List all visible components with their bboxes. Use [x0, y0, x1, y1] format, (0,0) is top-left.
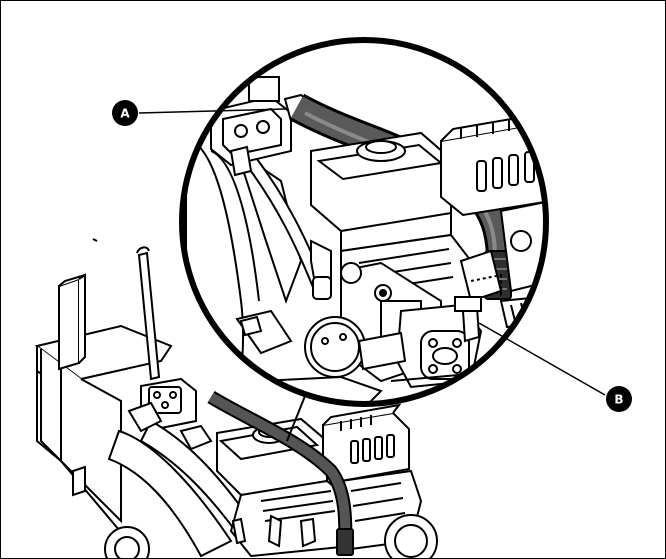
log-splitter-machine: [34, 238, 438, 558]
callout-b-leader: [478, 322, 606, 396]
callout-b: B: [606, 386, 632, 412]
callout-a-leader: [138, 108, 286, 114]
zoom-connector-line: [286, 390, 308, 442]
callout-b-badge: [606, 386, 632, 412]
callout-a: A: [112, 100, 138, 126]
callout-a-label: A: [120, 107, 130, 121]
zoom-circle-border: [179, 37, 549, 407]
callout-a-badge: [112, 100, 138, 126]
callout-b-label: B: [614, 393, 623, 407]
